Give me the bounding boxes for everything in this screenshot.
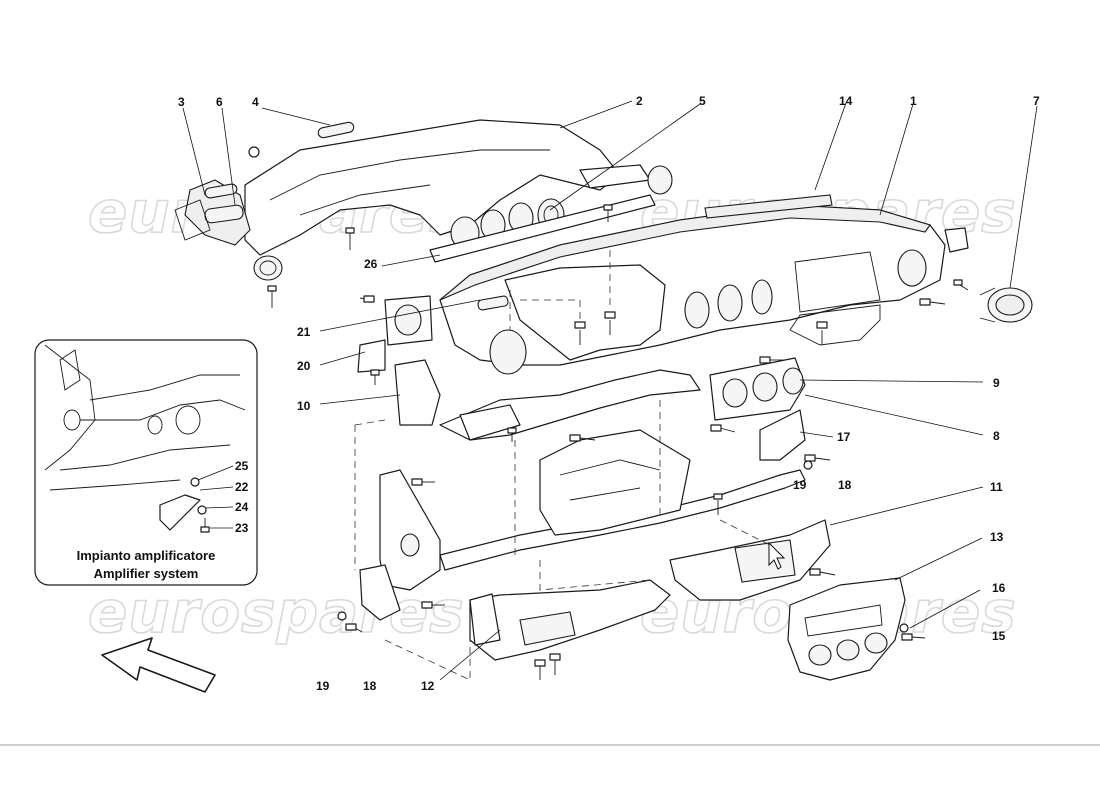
- callout-19-right: 19: [793, 478, 807, 492]
- callout-4: 4: [252, 95, 259, 109]
- amplifier-inset: 25 22 24 23 Impianto amplificatore Ampli…: [34, 339, 258, 586]
- inset-caption-english: Amplifier system: [94, 566, 199, 581]
- center-brackets: [439, 357, 806, 441]
- callout-14: 14: [839, 94, 853, 108]
- dashboard-panel: [429, 194, 946, 375]
- callout-19-left: 19: [316, 679, 330, 693]
- cross-car-beam: [359, 409, 806, 621]
- callout-25: 25: [235, 459, 249, 473]
- mouse-cursor-icon: [768, 541, 786, 570]
- console-bezel: [787, 577, 906, 681]
- fasteners: [248, 146, 969, 680]
- leader-lines: [182, 100, 1038, 681]
- lower-knee-panel: [469, 579, 671, 661]
- callout-18-left: 18: [363, 679, 377, 693]
- callout-labels: 3 6 4 2 5 14 1 7 26 21 20 10 9 8 17 19 1…: [178, 94, 1040, 693]
- side-vent-nozzle: [944, 227, 1033, 323]
- callout-23: 23: [235, 521, 249, 535]
- upper-air-duct: [174, 119, 673, 281]
- callout-15: 15: [992, 629, 1006, 643]
- callout-10: 10: [297, 399, 311, 413]
- center-console: [669, 519, 831, 601]
- callout-13: 13: [990, 530, 1004, 544]
- callout-6: 6: [216, 95, 223, 109]
- callout-5: 5: [699, 94, 706, 108]
- callout-3: 3: [178, 95, 185, 109]
- callout-21: 21: [297, 325, 311, 339]
- callout-24: 24: [235, 500, 249, 514]
- inset-caption-italian: Impianto amplificatore: [77, 548, 216, 563]
- assembly-guidelines: [354, 250, 771, 681]
- callout-9: 9: [993, 376, 1000, 390]
- callout-17: 17: [837, 430, 851, 444]
- callout-2: 2: [636, 94, 643, 108]
- callout-26: 26: [364, 257, 378, 271]
- callout-1: 1: [910, 94, 917, 108]
- callout-22: 22: [235, 480, 249, 494]
- callout-20: 20: [297, 359, 311, 373]
- callout-18-right: 18: [838, 478, 852, 492]
- callout-7: 7: [1033, 94, 1040, 108]
- left-brackets: [357, 295, 441, 426]
- callout-16: 16: [992, 581, 1006, 595]
- callout-12: 12: [421, 679, 435, 693]
- callout-11: 11: [990, 480, 1003, 494]
- callout-8: 8: [993, 429, 1000, 443]
- direction-arrow-icon: [101, 637, 216, 693]
